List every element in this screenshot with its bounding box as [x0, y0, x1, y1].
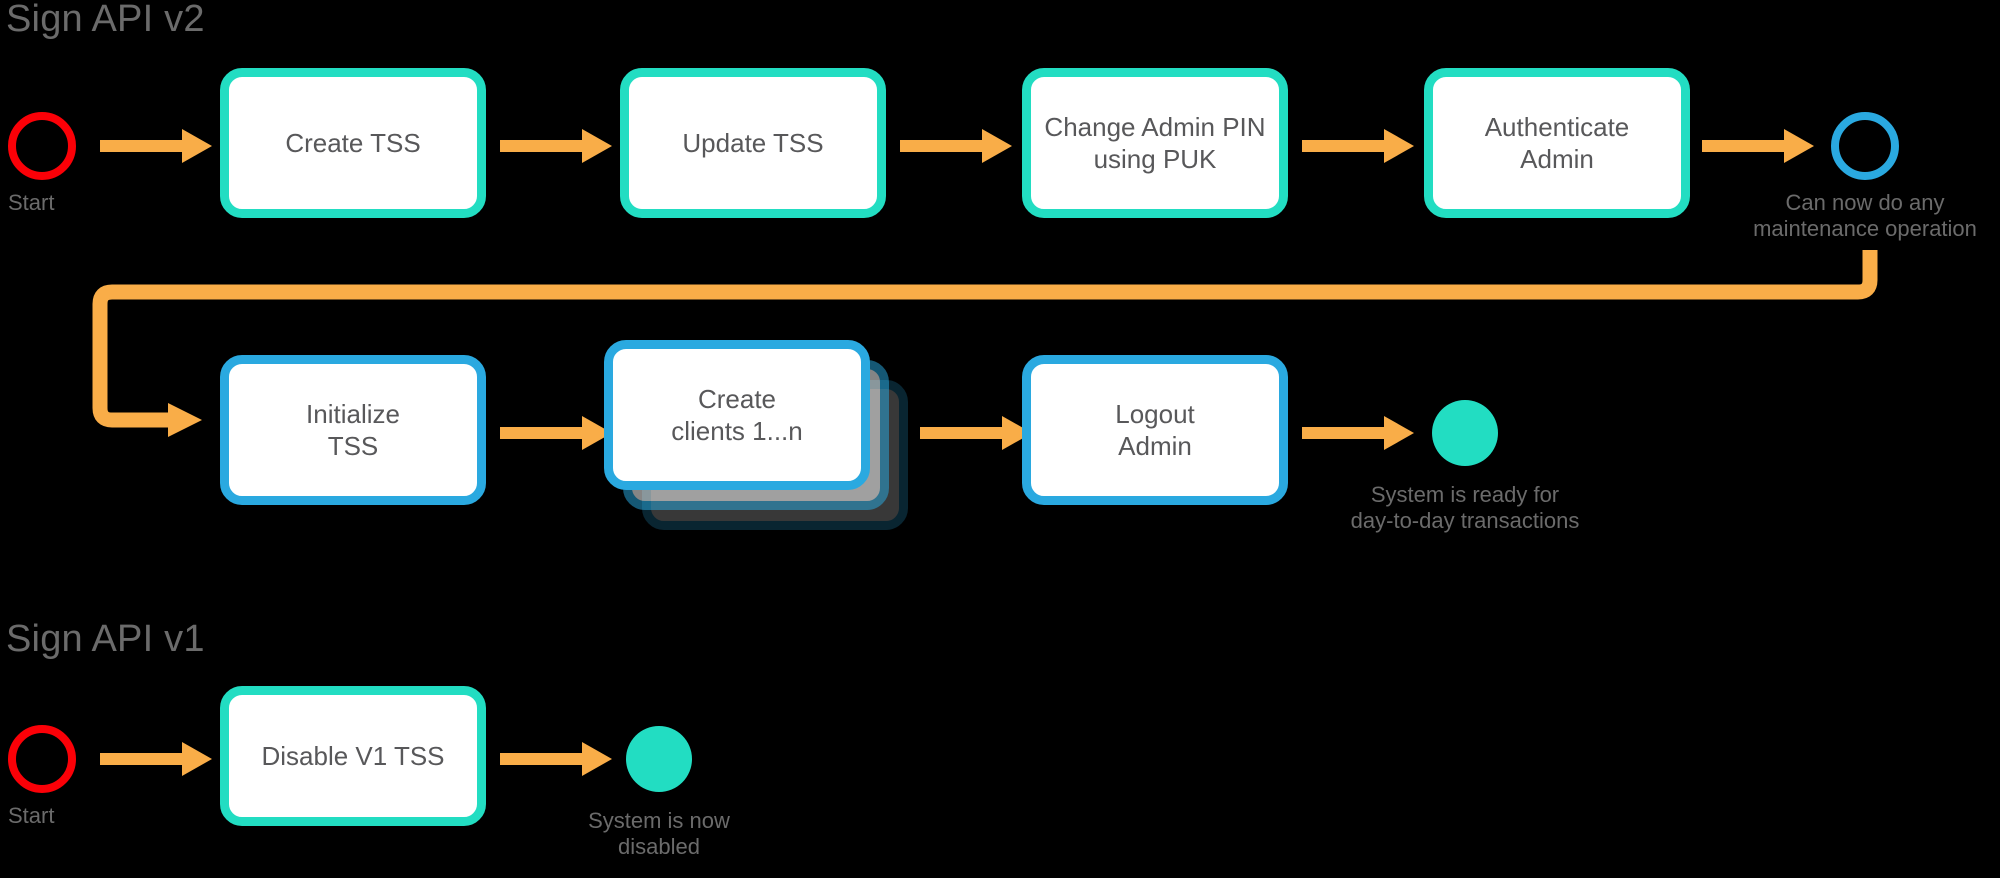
node-logout-admin[interactable]: Logout Admin: [1022, 355, 1288, 505]
arrow-disable-to-disabled: [500, 742, 612, 776]
arrow-shaft: [500, 753, 582, 765]
arrow-head: [1784, 129, 1814, 163]
node-authenticate-admin[interactable]: Authenticate Admin: [1424, 68, 1690, 218]
start-label-v1: Start: [8, 803, 55, 828]
arrow-start-to-create-tss: [100, 129, 212, 163]
maintenance-caption: Can now do any maintenance operation: [1753, 190, 1977, 242]
arrow-head: [582, 742, 612, 776]
system-disabled-caption: System is now disabled: [588, 808, 730, 860]
arrow-head: [182, 742, 212, 776]
arrow-shaft: [1702, 140, 1784, 152]
arrow-shaft: [900, 140, 982, 152]
start-circle-icon: [8, 112, 76, 180]
node-update-tss[interactable]: Update TSS: [620, 68, 886, 218]
arrow-head: [582, 129, 612, 163]
arrow-shaft: [100, 140, 182, 152]
arrow-head: [1384, 416, 1414, 450]
arrow-head: [982, 129, 1012, 163]
blue-ring-circle-icon: [1831, 112, 1899, 180]
wrap-connector-arrowhead: [168, 403, 202, 437]
arrow-head: [182, 129, 212, 163]
arrow-shaft: [500, 140, 582, 152]
system-ready-caption: System is ready for day-to-day transacti…: [1350, 482, 1580, 534]
arrow-shaft: [1302, 140, 1384, 152]
node-change-admin-pin[interactable]: Change Admin PIN using PUK: [1022, 68, 1288, 218]
section-title-v2: Sign API v2: [6, 0, 205, 40]
start-circle-icon-v1: [8, 725, 76, 793]
arrow-start-to-disable-v1: [100, 742, 212, 776]
arrow-create-clients-to-logout: [920, 416, 1032, 450]
arrow-shaft: [500, 427, 582, 439]
start-label-v2: Start: [8, 190, 55, 215]
arrow-shaft: [1302, 427, 1384, 439]
arrow-init-to-create-clients: [500, 416, 612, 450]
node-create-tss[interactable]: Create TSS: [220, 68, 486, 218]
wrap-connector-row1-to-row2: [0, 250, 1960, 460]
node-disable-v1-tss[interactable]: Disable V1 TSS: [220, 686, 486, 826]
arrow-shaft: [100, 753, 182, 765]
wrap-connector-path: [92, 250, 1878, 428]
section-title-v1: Sign API v1: [6, 618, 205, 660]
arrow-create-to-update: [500, 129, 612, 163]
node-create-clients-stack[interactable]: Create clients 1...n: [604, 340, 924, 530]
arrow-update-to-change-pin: [900, 129, 1012, 163]
arrow-change-pin-to-auth: [1302, 129, 1414, 163]
node-initialize-tss[interactable]: Initialize TSS: [220, 355, 486, 505]
arrow-head: [1384, 129, 1414, 163]
arrow-logout-to-ready: [1302, 416, 1414, 450]
arrow-auth-to-maintenance: [1702, 129, 1814, 163]
teal-filled-circle-icon-disabled: [626, 726, 692, 792]
arrow-shaft: [920, 427, 1002, 439]
teal-filled-circle-icon-ready: [1432, 400, 1498, 466]
stack-card-front[interactable]: Create clients 1...n: [604, 340, 870, 490]
